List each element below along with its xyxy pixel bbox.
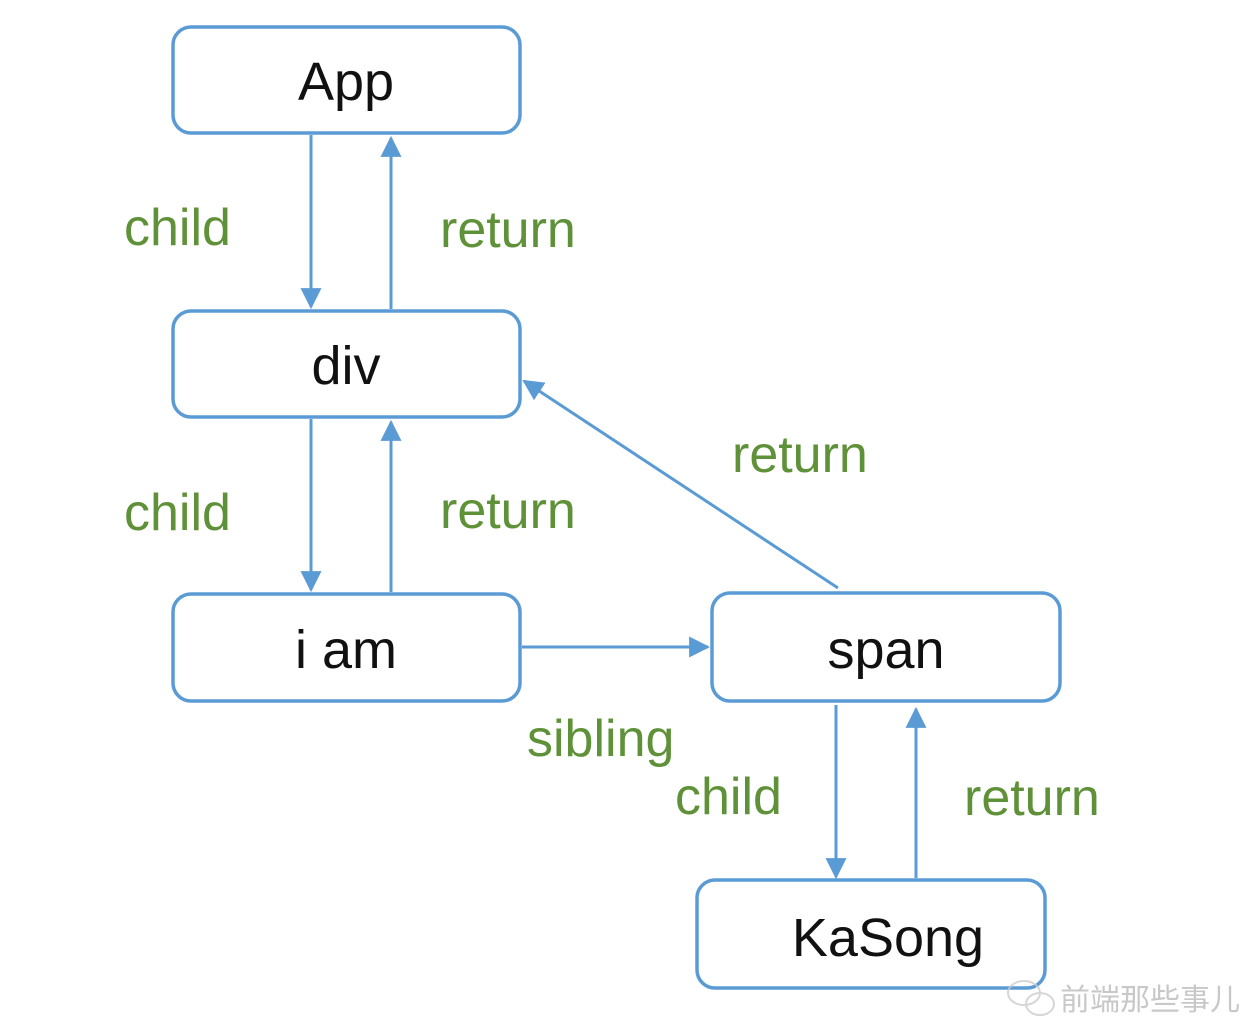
- node-div: div: [171, 309, 522, 419]
- node-kasong: KaSong: [695, 878, 1047, 990]
- label-kasong-span-return: return: [964, 769, 1100, 827]
- node-iam: i am: [171, 592, 522, 703]
- label-span-div-return: return: [732, 426, 868, 484]
- watermark: 前端那些事儿: [1007, 980, 1240, 1018]
- label-iam-div-return: return: [440, 482, 576, 540]
- node-app-label: App: [298, 52, 394, 112]
- watermark-text: 前端那些事儿: [1060, 983, 1240, 1018]
- node-span-label: span: [827, 620, 944, 680]
- wechat-icon: [1007, 980, 1055, 1016]
- node-app: App: [171, 25, 522, 135]
- node-iam-label: i am: [295, 620, 397, 680]
- arrow-span-div-return: [522, 379, 839, 590]
- label-app-div-child: child: [124, 199, 231, 257]
- label-iam-span-sibling: sibling: [527, 710, 674, 768]
- node-div-label: div: [311, 336, 380, 396]
- label-span-kasong-child: child: [675, 768, 782, 826]
- label-div-iam-child: child: [124, 484, 231, 542]
- node-span: span: [710, 591, 1062, 703]
- node-kasong-label: KaSong: [792, 908, 984, 968]
- label-div-app-return: return: [440, 201, 576, 259]
